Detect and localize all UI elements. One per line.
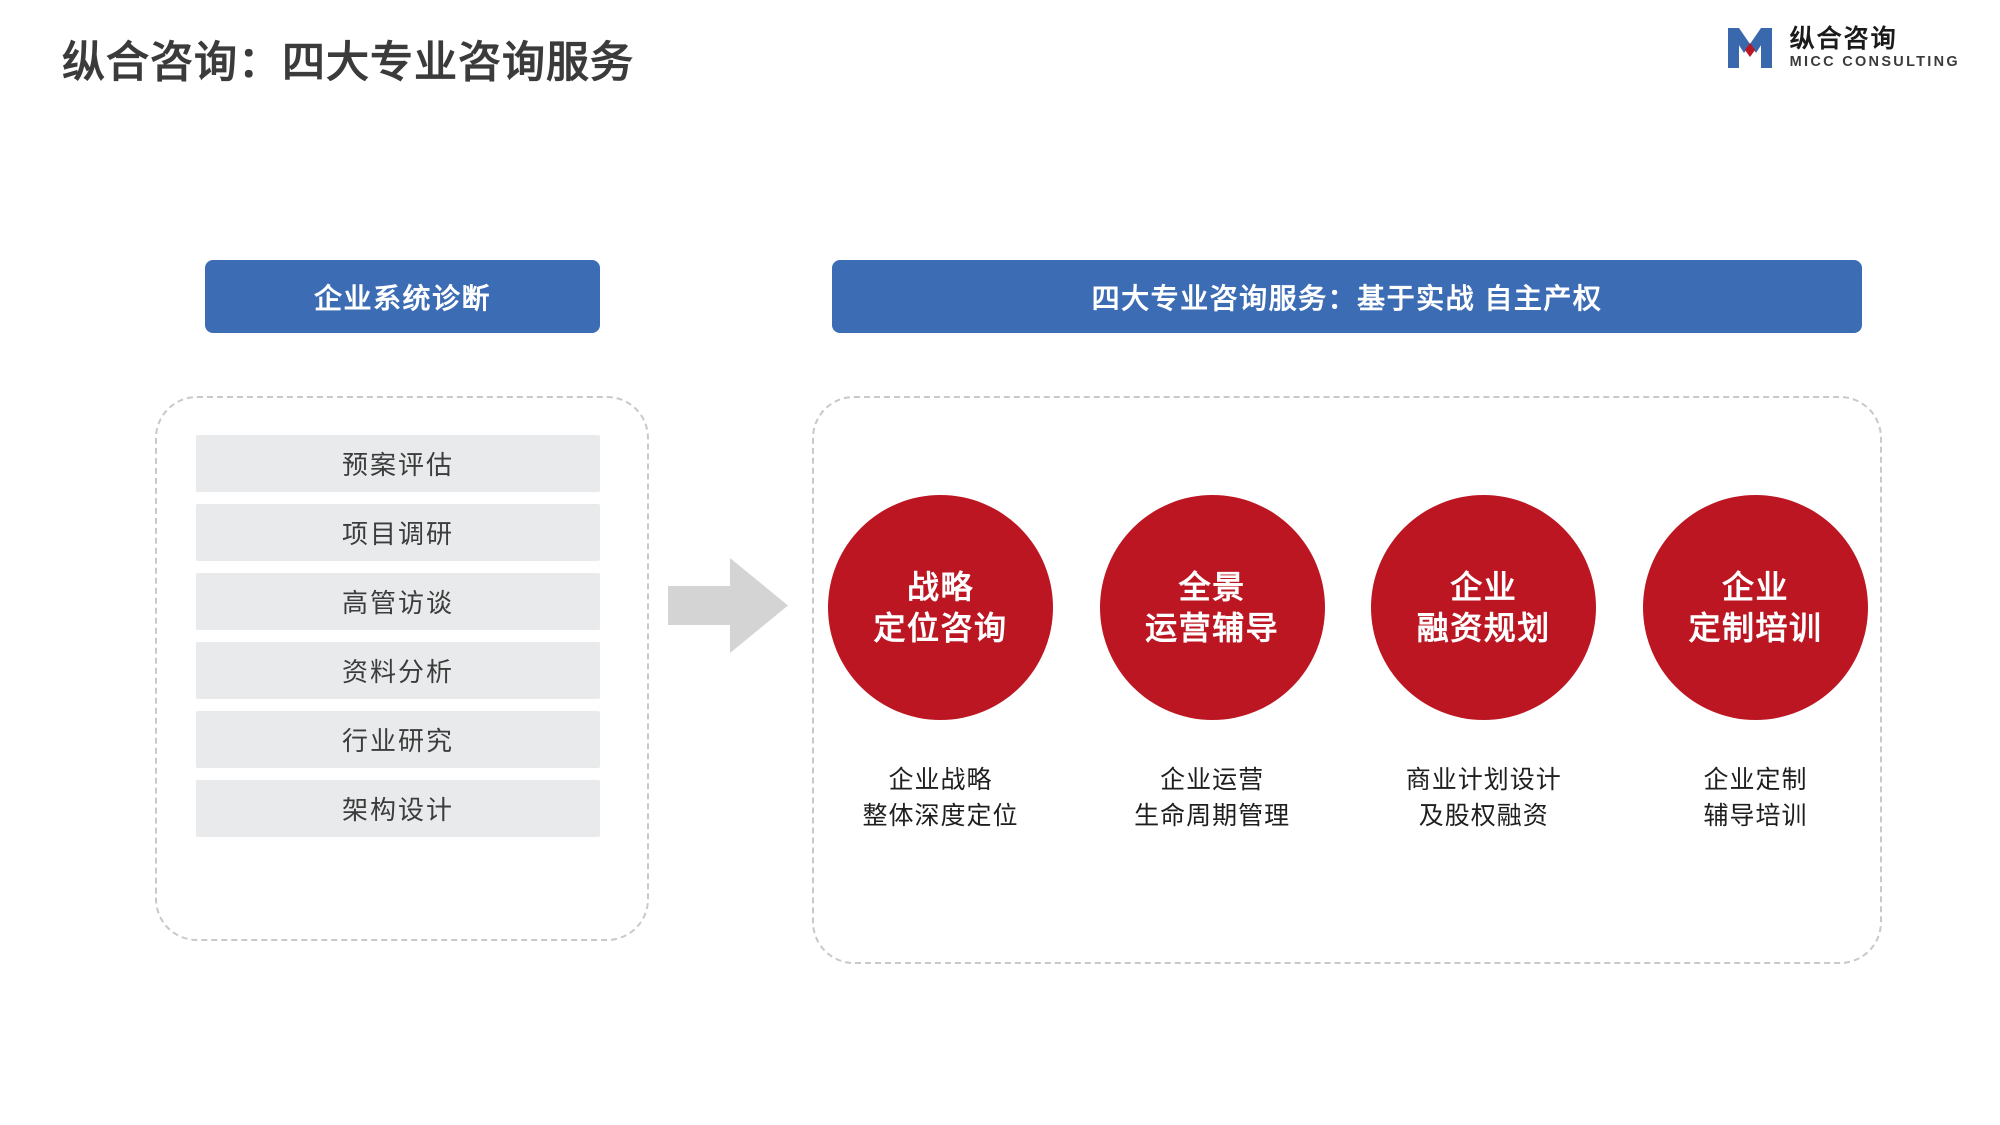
- service-circle-line1: 战略: [906, 568, 974, 605]
- service-circle-line1: 企业: [1721, 568, 1789, 605]
- list-item: 高管访谈: [196, 573, 600, 630]
- service-circle-line1: 企业: [1450, 568, 1518, 605]
- service-caption-line1: 企业运营: [1160, 766, 1265, 794]
- service-circle-line2: 定制培训: [1688, 609, 1823, 646]
- service-caption-line2: 及股权融资: [1418, 802, 1549, 831]
- list-item: 行业研究: [196, 711, 600, 768]
- service-circle-line1: 全景: [1178, 568, 1246, 605]
- service-circle: 全景 运营辅导: [1099, 495, 1325, 720]
- service-item: 企业 定制培训 企业定制 辅导培训: [1633, 495, 1878, 885]
- service-caption: 商业计划设计 及股权融资: [1406, 762, 1562, 835]
- service-caption-line1: 企业定制: [1703, 766, 1808, 794]
- brand-logo: 纵合咨询 MICC CONSULTING: [1724, 22, 1960, 74]
- services-row: 战略 定位咨询 企业战略 整体深度定位 全景 运营辅导 企业运营 生命周期管理 …: [818, 495, 1878, 885]
- service-caption-line1: 企业战略: [888, 766, 993, 794]
- brand-name-en: MICC CONSULTING: [1789, 53, 1960, 70]
- service-caption: 企业战略 整体深度定位: [862, 762, 1018, 835]
- service-circle-line2: 运营辅导: [1145, 609, 1280, 646]
- service-circle-line2: 定位咨询: [873, 609, 1008, 646]
- service-item: 企业 融资规划 商业计划设计 及股权融资: [1361, 495, 1606, 885]
- list-item: 架构设计: [196, 780, 600, 837]
- service-caption: 企业定制 辅导培训: [1703, 762, 1807, 835]
- list-item: 项目调研: [196, 504, 600, 561]
- right-arrow-icon: [668, 558, 788, 653]
- service-item: 战略 定位咨询 企业战略 整体深度定位: [818, 495, 1063, 885]
- diagnosis-panel: [155, 396, 649, 941]
- service-caption-line2: 生命周期管理: [1134, 802, 1291, 831]
- right-section-banner: 四大专业咨询服务：基于实战 自主产权: [832, 260, 1862, 333]
- left-section-banner: 企业系统诊断: [205, 260, 600, 333]
- service-circle: 企业 定制培训: [1642, 495, 1868, 720]
- service-caption-line2: 辅导培训: [1703, 802, 1808, 831]
- service-caption-line1: 商业计划设计: [1405, 766, 1562, 794]
- service-circle-line2: 融资规划: [1416, 609, 1551, 646]
- micc-m-logo-icon: [1724, 22, 1776, 74]
- services-panel: [812, 396, 1882, 964]
- brand-name-cn: 纵合咨询: [1789, 24, 1898, 53]
- service-circle: 企业 融资规划: [1371, 495, 1597, 720]
- list-item: 预案评估: [196, 435, 600, 492]
- service-caption-line2: 整体深度定位: [862, 802, 1019, 831]
- diagnosis-item-list: 预案评估 项目调研 高管访谈 资料分析 行业研究 架构设计: [196, 435, 600, 837]
- service-item: 全景 运营辅导 企业运营 生命周期管理: [1090, 495, 1335, 885]
- brand-text: 纵合咨询 MICC CONSULTING: [1789, 24, 1960, 70]
- list-item: 资料分析: [196, 642, 600, 699]
- service-circle: 战略 定位咨询: [828, 495, 1053, 720]
- service-caption: 企业运营 生命周期管理: [1134, 762, 1290, 835]
- page-title: 纵合咨询：四大专业咨询服务: [62, 39, 634, 87]
